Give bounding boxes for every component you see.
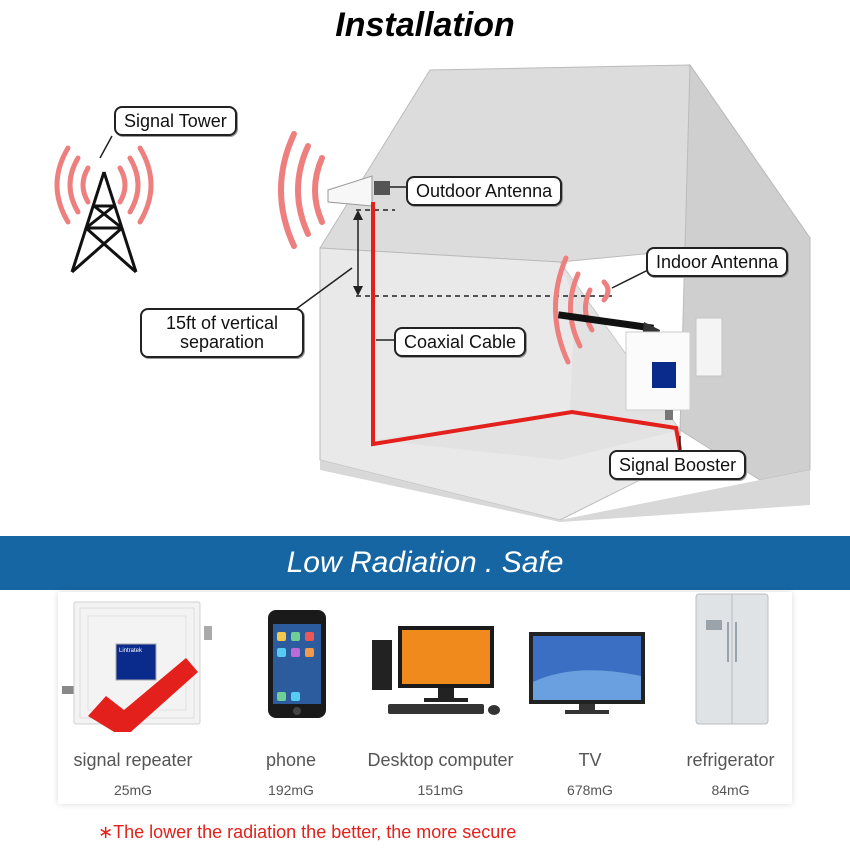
signal-booster-icon bbox=[625, 331, 691, 420]
item-name: refrigerator bbox=[686, 750, 775, 770]
house-interior-floor bbox=[375, 412, 680, 460]
banner-text: Low Radiation . Safe bbox=[286, 546, 564, 579]
phone-icon bbox=[268, 610, 326, 718]
signal-repeater-icon: Lintratek bbox=[62, 601, 212, 732]
tower-signal-waves bbox=[54, 145, 154, 225]
outdoor-antenna-icon bbox=[327, 175, 390, 207]
item-value: 84mG bbox=[711, 782, 750, 798]
radiation-comparison-panel: Lintratek signal repeater 25mG phone 192… bbox=[58, 592, 792, 804]
desktop-computer-icon bbox=[372, 626, 500, 715]
window bbox=[695, 317, 723, 377]
callout-indoor-antenna: Indoor Antenna bbox=[646, 247, 789, 277]
tv-icon bbox=[529, 632, 645, 714]
low-radiation-banner: Low Radiation . Safe bbox=[0, 536, 850, 590]
callout-signal-tower: Signal Tower bbox=[114, 106, 237, 136]
signal-tower-icon bbox=[70, 171, 138, 274]
outdoor-antenna-waves bbox=[278, 131, 325, 249]
coaxial-cable bbox=[371, 202, 682, 451]
item-name: signal repeater bbox=[73, 750, 193, 770]
indoor-antenna-waves bbox=[553, 255, 611, 365]
footnote: ∗The lower the radiation the better, the… bbox=[98, 822, 517, 842]
callout-vertical-separation: 15ft of vertical separation bbox=[140, 308, 304, 358]
page-title: Installation bbox=[335, 6, 515, 44]
installation-diagram bbox=[54, 63, 811, 522]
item-name: Desktop computer bbox=[367, 750, 514, 770]
callout-signal-booster: Signal Booster bbox=[609, 450, 747, 480]
house-floor-front bbox=[320, 460, 810, 522]
item-value: 678mG bbox=[567, 782, 613, 798]
item-value: 151mG bbox=[417, 782, 464, 798]
refrigerator-icon bbox=[695, 593, 769, 725]
item-name: phone bbox=[265, 750, 317, 770]
callout-coaxial-cable: Coaxial Cable bbox=[394, 327, 527, 357]
item-value: 25mG bbox=[113, 782, 153, 798]
callout-outdoor-antenna: Outdoor Antenna bbox=[406, 176, 563, 206]
booster-screen-brand: Lintratek bbox=[119, 648, 143, 654]
item-name: TV bbox=[578, 750, 602, 770]
item-value: 192mG bbox=[268, 782, 314, 798]
